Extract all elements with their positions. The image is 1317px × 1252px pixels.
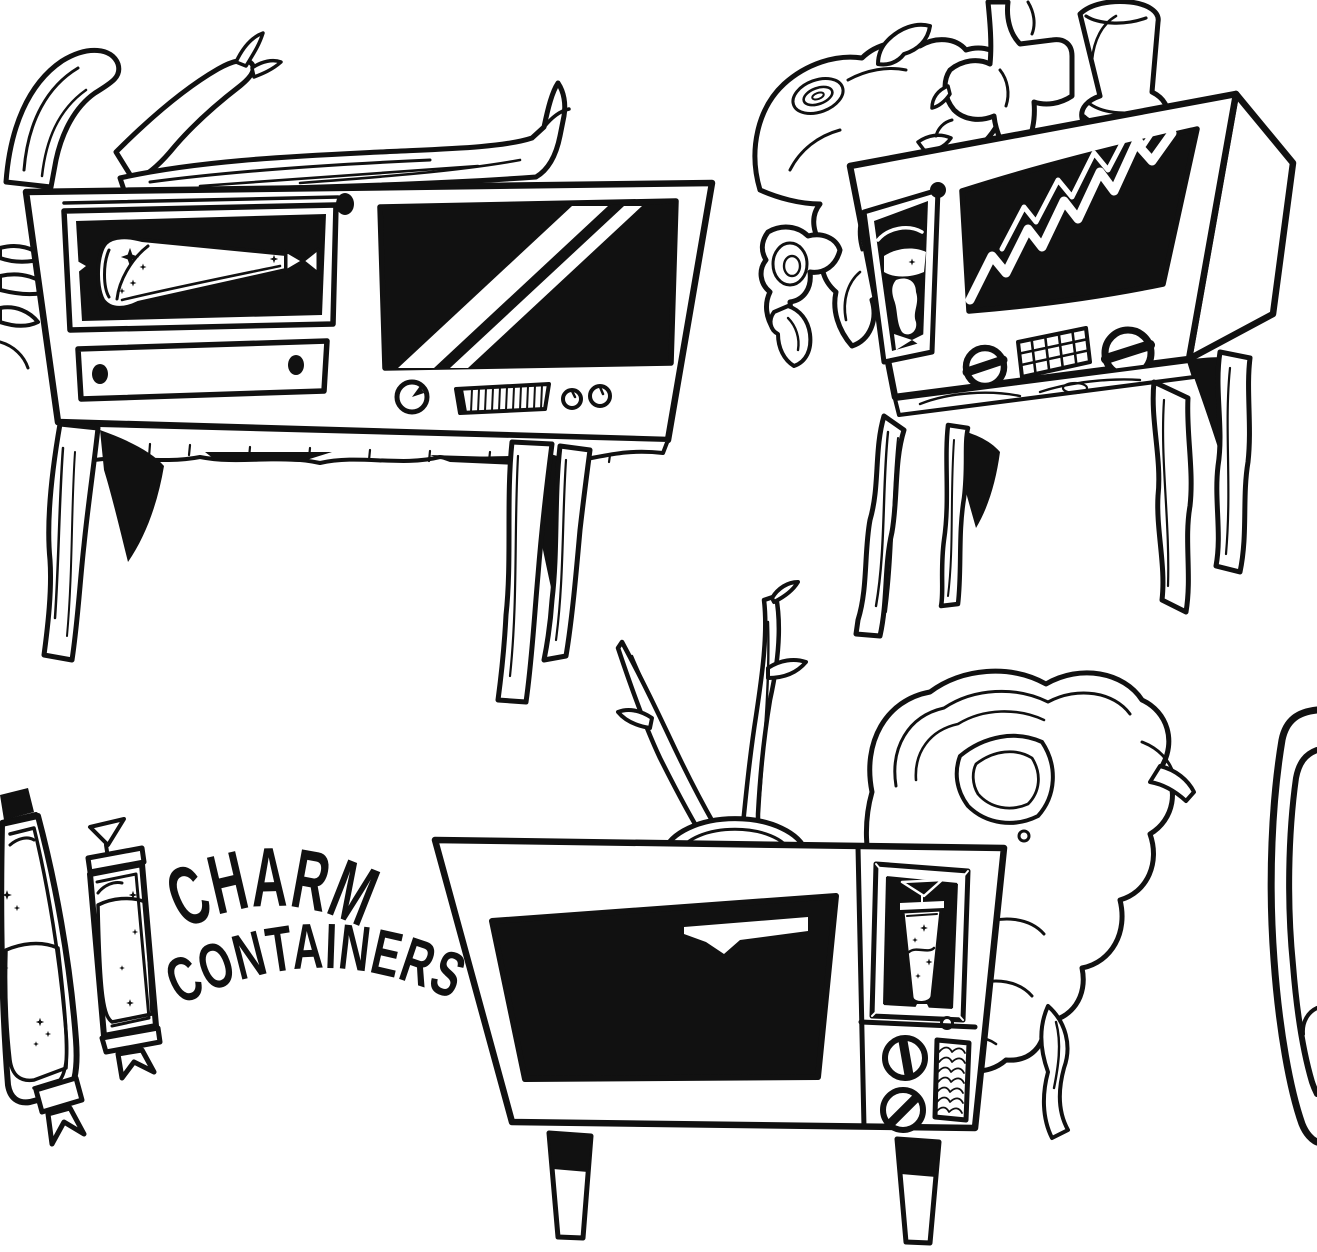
power-dot: [930, 182, 946, 198]
knurled-grille: [932, 1037, 972, 1123]
charm-vial-small: [85, 817, 163, 1081]
tv-bottom-center: [431, 580, 1008, 1246]
screen-reflection: [684, 917, 808, 954]
driftwood-branches: [0, 31, 571, 370]
panel-divider: [855, 844, 867, 1130]
potion-bottle-icon: [96, 235, 320, 310]
tv-top-right: [752, 0, 1297, 639]
screen-diagonal-stripes: [377, 198, 679, 371]
potion-display-window: [61, 195, 340, 333]
wooden-legs: [41, 421, 593, 705]
lower-control-panel: [858, 1019, 978, 1133]
tv-console-top-left: [0, 31, 716, 705]
speaker-slot: [75, 338, 330, 402]
power-dot: [336, 193, 354, 215]
potion-column: [869, 861, 971, 1030]
wavy-wooden-legs: [853, 349, 1253, 639]
glass-vial-icon: [901, 908, 943, 1004]
screen-zigzag: [959, 115, 1200, 314]
stopper: [88, 817, 126, 847]
charm-vial-large: [0, 788, 87, 1147]
branch-antenna: [615, 580, 809, 855]
control-cluster: [394, 379, 612, 415]
tv-partial-right-edge: [1267, 706, 1317, 1146]
title-lettering: CHARM CONTAINERS: [153, 830, 475, 1019]
potion-side-panel: [861, 187, 941, 365]
vent-grille: [1016, 326, 1092, 379]
screen-dark: [489, 893, 839, 1082]
tv-feet: [546, 1130, 942, 1246]
